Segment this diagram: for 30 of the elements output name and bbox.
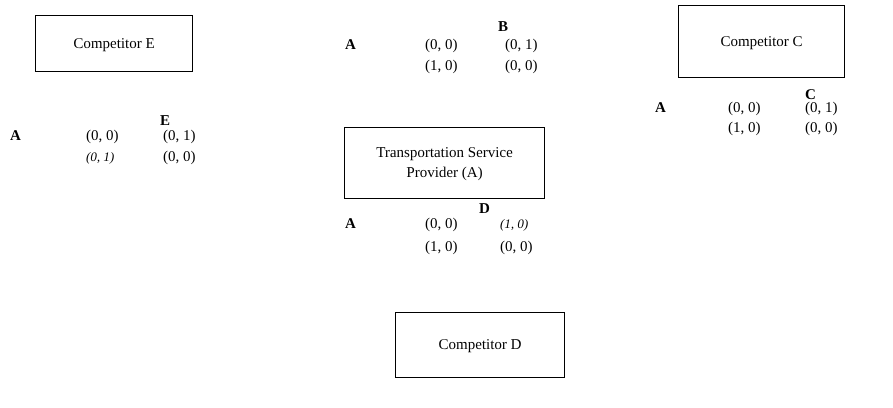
payoff-value: (0, 0): [505, 57, 538, 75]
player-label: D: [479, 200, 490, 218]
payoff-value: (0, 1): [505, 36, 538, 54]
payoff-value: (1, 0): [425, 238, 458, 256]
payoff-value: (0, 0): [163, 148, 196, 166]
payoff-value: (0, 0): [425, 215, 458, 233]
payoff-value: (0, 0): [805, 119, 838, 137]
payoff-value: (0, 1): [163, 127, 196, 145]
payoff-value: (0, 1): [86, 148, 114, 166]
competitor-box: [344, 127, 545, 199]
payoff-value: (0, 0): [425, 36, 458, 54]
node-text: Competitor D: [438, 336, 522, 355]
player-label: A: [345, 36, 356, 54]
competitor-box: [395, 312, 565, 378]
payoff-value: (0, 0): [86, 127, 118, 145]
player-label: E: [160, 112, 170, 130]
payoff-value: (0, 0): [728, 99, 760, 117]
player-label: A: [10, 127, 21, 145]
payoff-value: (1, 0): [500, 215, 528, 233]
node-text: Competitor C: [720, 32, 803, 52]
node-text: Transportation Service Provider (A): [375, 144, 514, 183]
node-text: Competitor E: [73, 34, 155, 54]
payoff-value: (0, 0): [500, 238, 532, 256]
player-label: B: [498, 18, 508, 36]
payoff-value: (1, 0): [425, 57, 458, 75]
player-label: A: [345, 215, 356, 233]
competitor-box: [35, 15, 193, 72]
player-label: A: [655, 99, 666, 117]
payoff-value: (1, 0): [728, 119, 760, 137]
competitor-box: [678, 5, 845, 78]
